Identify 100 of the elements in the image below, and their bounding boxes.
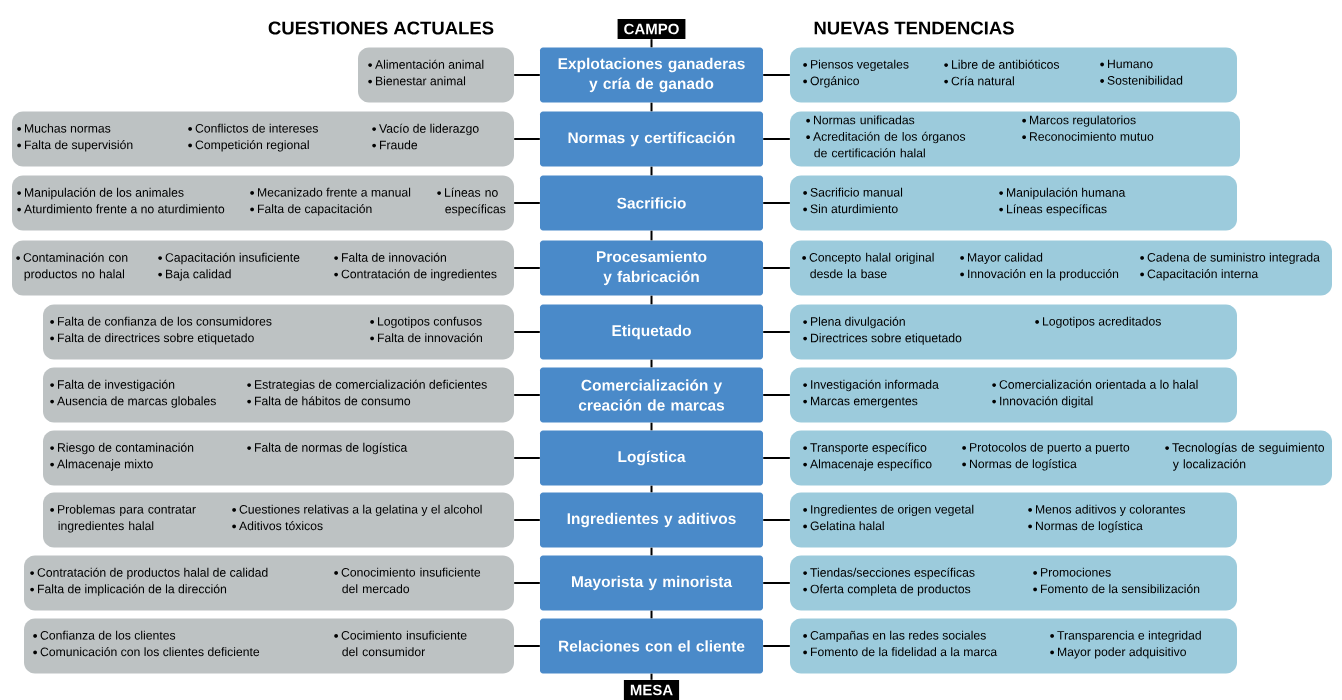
list-item: Sostenibilidad <box>1107 75 1183 85</box>
list-item: Aturdimiento frente a no aturdimiento <box>24 204 225 214</box>
list-item: Marcas emergentes <box>811 396 918 408</box>
list-item: Contaminación con productos no halal <box>23 252 128 281</box>
connector-line <box>650 484 653 494</box>
connector-line <box>513 645 541 647</box>
list-item: Problemas para contratar ingredientes halal <box>58 504 196 533</box>
list-item: Falta de hábitos de consumo <box>255 396 411 406</box>
list-item: Cocimiento insuficiente del consumidor <box>341 630 467 657</box>
connector-line <box>762 582 791 584</box>
list-item: Falta de supervisión <box>25 140 133 152</box>
list-item: Sacrificio manual <box>810 187 903 197</box>
list-item: Alimentación animal <box>375 59 484 69</box>
list-item: Almacenaje mixto <box>57 459 153 471</box>
list-item: Almacenaje específico <box>810 459 932 471</box>
list-item: Bienestar animal <box>376 76 466 86</box>
connector-line <box>762 202 791 204</box>
connector-line <box>762 519 791 521</box>
connector-line <box>762 645 791 647</box>
list-item: Cría natural <box>951 76 1014 86</box>
stage-box: Etiquetado <box>540 304 763 360</box>
list-item: Riesgo de contaminación <box>58 442 194 455</box>
list-item: Contratación de ingredientes <box>341 269 497 281</box>
list-item: Oferta completa de productos <box>810 584 971 596</box>
connector-line <box>762 394 791 396</box>
list-item: Reconocimiento mutuo <box>1030 131 1154 141</box>
stage-box: Normas y certificación <box>540 111 763 167</box>
list-item: Líneas específicas <box>1007 204 1107 216</box>
connector-line <box>513 331 541 333</box>
list-item: Menos aditivos y colorantes <box>1036 504 1186 517</box>
connector-line <box>762 331 791 333</box>
list-item: Cuestiones relativas a la gelatina y el alcohol <box>239 504 482 517</box>
list-item: Falta de confianza de los consumidores <box>58 316 272 326</box>
list-item: Falta de normas de logística <box>255 442 408 455</box>
list-item: Conocimiento insuficiente del mercado <box>341 567 481 594</box>
list-item: Innovación digital <box>1000 396 1093 408</box>
list-item: Humano <box>1108 59 1153 69</box>
list-item: Manipulación humana <box>1007 187 1126 200</box>
list-item: Contratación de productos halal de calidad <box>37 567 268 580</box>
list-item: Transparencia e integridad <box>1057 630 1201 643</box>
list-item: Tecnologías de seguimiento y localización <box>1172 442 1325 471</box>
list-item: Confianza de los clientes <box>40 630 176 640</box>
connector-line <box>650 165 653 177</box>
list-item: Falta de capacitación <box>258 204 372 216</box>
connector-line <box>762 138 791 140</box>
connector-line <box>650 358 653 369</box>
connector-line <box>650 609 653 620</box>
list-item: Competición regional <box>195 140 309 152</box>
list-item: Directrices sobre etiquetado <box>811 333 962 345</box>
connector-line <box>762 457 791 459</box>
list-item: Ausencia de marcas globales <box>57 396 216 408</box>
list-item: Investigación informada <box>811 379 939 392</box>
connector-line <box>513 519 541 521</box>
list-item: Marcos regulatorios <box>1030 115 1136 127</box>
list-item: Cadena de suministro integrada <box>1147 252 1320 265</box>
list-item: Vacío de liderazgo <box>379 123 479 136</box>
stage-box: Mayorista y minorista <box>540 555 763 611</box>
column-heading: NUEVAS TENDENCIAS <box>814 21 1014 35</box>
list-item: Falta de directrices sobre etiquetado <box>58 333 254 345</box>
list-item: Falta de implicación de la dirección <box>38 584 227 596</box>
connector-line <box>513 457 541 459</box>
list-item: Sin aturdimiento <box>810 204 898 214</box>
stage-box: Procesamiento y fabricación <box>540 240 763 296</box>
list-item: Muchas normas <box>25 123 111 133</box>
list-item: Acreditación de los órganos de certificación halal <box>813 131 966 158</box>
list-item: Normas de logística <box>1036 521 1143 533</box>
connector-line <box>650 294 653 306</box>
list-item: Logotipos acreditados <box>1043 316 1161 329</box>
stage-box: Logística <box>540 430 763 486</box>
list-item: Mayor calidad <box>968 252 1043 265</box>
list-item: Mayor poder adquisitivo <box>1058 647 1186 659</box>
stage-box: Comercialización y creación de marcas <box>540 367 763 423</box>
stage-box: Relaciones con el cliente <box>540 618 763 674</box>
list-item: Normas de logística <box>970 459 1077 471</box>
connector-line <box>513 74 541 76</box>
list-item: Concepto halal original desde la base <box>809 252 934 279</box>
connector-line <box>650 229 653 242</box>
list-item: Normas unificadas <box>814 115 915 125</box>
list-item: Protocolos de puerto a puerto <box>970 442 1130 455</box>
connector-line <box>513 267 541 269</box>
list-item: Estrategias de comercialización deficientes <box>255 379 487 392</box>
list-item: Líneas no específicas <box>445 187 506 216</box>
connector-line <box>513 582 541 584</box>
list-item: Transporte específico <box>810 442 927 455</box>
terminal-box: CAMPO <box>617 19 686 39</box>
list-item: Comunicación con los clientes deficiente <box>40 647 260 657</box>
list-item: Mecanizado frente a manual <box>258 187 411 197</box>
list-item: Promociones <box>1041 567 1111 577</box>
connector-line <box>650 546 653 557</box>
connector-line <box>650 672 653 681</box>
connector-line <box>650 421 653 432</box>
column-heading: CUESTIONES ACTUALES <box>268 21 494 35</box>
list-item: Falta de innovación <box>378 333 482 343</box>
connector-line <box>762 267 791 269</box>
connector-line <box>513 138 541 140</box>
stage-box: Sacrificio <box>540 175 763 231</box>
list-item: Conflictos de intereses <box>195 123 318 133</box>
list-item: Ingredientes de origen vegetal <box>811 504 974 517</box>
list-item: Capacitación insuficiente <box>165 252 300 265</box>
connector-line <box>762 74 791 76</box>
